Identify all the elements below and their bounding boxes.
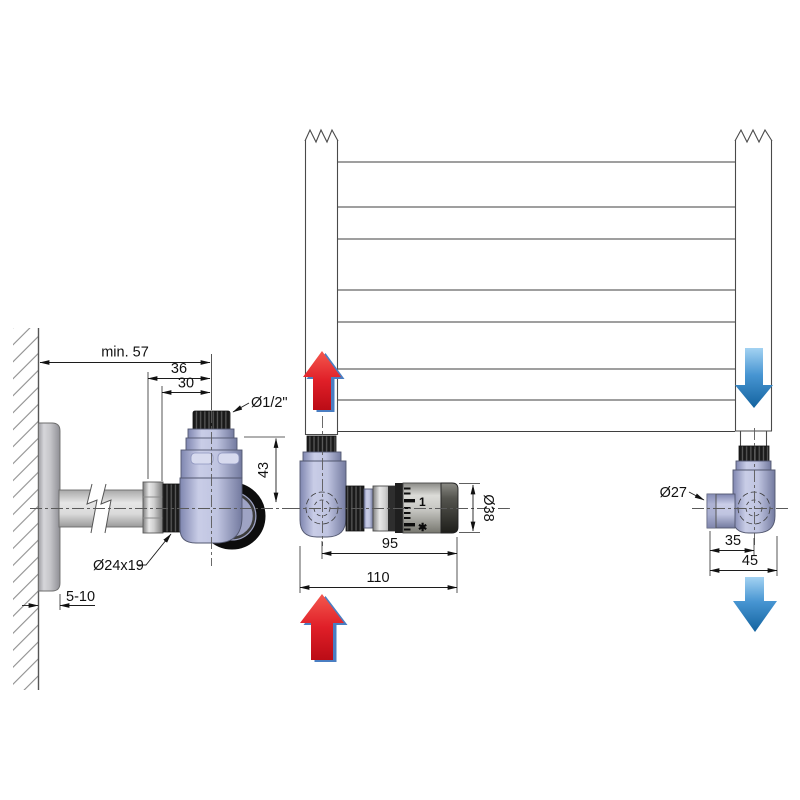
head-base-ring	[395, 483, 403, 533]
dim-head-dia-label: Ø38	[480, 494, 496, 521]
head-scale-ticks	[404, 487, 415, 531]
dim-min57-label: min. 57	[101, 345, 149, 361]
blue-down-arrow-icon-bottom	[733, 577, 777, 632]
wall-hatching	[13, 328, 38, 690]
right-valve-collar	[735, 460, 772, 472]
blue-down-arrow-icon-rail	[735, 348, 773, 408]
dim-35-label: 35	[725, 533, 741, 549]
nut-thread	[162, 483, 182, 533]
dim-43-label: 43	[256, 462, 272, 478]
tailpiece-end-cap	[707, 494, 716, 528]
flow-arrows	[300, 348, 777, 662]
towel-radiator	[304, 128, 773, 447]
middle-valve-with-thermostatic-head: 1 ✱	[299, 435, 459, 538]
dim-95-label: 95	[382, 536, 398, 552]
right-valve-thread	[738, 445, 770, 463]
middle-valve-thread	[306, 435, 337, 454]
tail-dia-label: Ø27	[660, 485, 687, 501]
nut-size-label: Ø24x19	[93, 558, 144, 574]
middle-valve-body	[299, 460, 347, 538]
valve-hex-flat-right	[217, 452, 240, 465]
left-dimensions: min. 57 36 30 Ø1/2" 43 Ø24x19 5-10	[22, 345, 288, 610]
middle-dimensions: Ø38 95 110	[299, 483, 496, 593]
thread-size-label: Ø1/2"	[251, 395, 288, 411]
middle-valve-collar	[302, 451, 342, 463]
middle-valve-front-circle-inner	[313, 499, 331, 517]
compression-nut	[142, 481, 164, 534]
dim-45-label: 45	[742, 553, 758, 569]
leader-tail-dia	[688, 491, 705, 501]
dim-110-label: 110	[366, 570, 389, 586]
valve-elbow-body	[179, 477, 243, 544]
right-rail-break	[734, 128, 773, 144]
valve-hex-flat-left	[190, 452, 214, 465]
red-up-arrow-icon-bottom	[300, 594, 344, 660]
right-valve-front-circle-outer	[737, 491, 771, 525]
wall-escutcheon-plate	[38, 422, 61, 592]
head-frost-symbol: ✱	[418, 522, 427, 534]
left-rail-break	[304, 128, 339, 144]
thermostatic-head-cap	[440, 482, 459, 534]
dim-36-label: 36	[171, 361, 187, 377]
red-up-arrow-icon-rail	[303, 351, 341, 410]
right-valve-tailpiece	[706, 493, 736, 529]
dim-30-label: 30	[178, 376, 194, 392]
right-rail	[734, 128, 773, 447]
leader-nut-label	[138, 533, 172, 566]
pipe-break-line-left	[86, 483, 98, 534]
head-scale-number: 1	[419, 495, 426, 509]
right-dimensions: Ø27 35 45	[660, 485, 778, 576]
pipe-break-line-right	[100, 483, 112, 534]
middle-valve-front-circle-outer	[305, 491, 339, 525]
right-corner-valve	[706, 445, 776, 534]
wall-section	[13, 328, 40, 690]
head-adapter-band	[388, 486, 395, 531]
dim-plate-gap-label: 5-10	[66, 589, 95, 605]
left-corner-valve	[179, 410, 266, 550]
valve-collar	[187, 428, 235, 440]
leader-thread-half-inch	[232, 402, 250, 413]
right-valve-front-circle-inner	[745, 499, 763, 517]
left-rail	[304, 128, 339, 436]
